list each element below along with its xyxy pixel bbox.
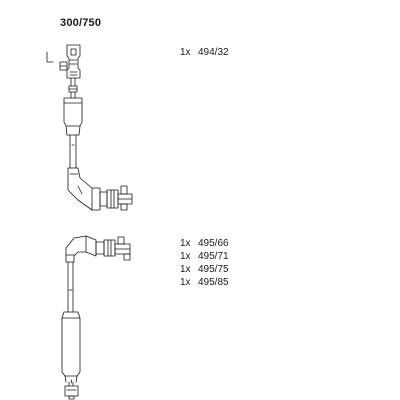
angled-boot xyxy=(68,168,100,210)
part-quantity: 1x xyxy=(180,251,191,262)
part-row-bottom-4: 1x 495/85 xyxy=(180,276,229,289)
part-quantity: 1x xyxy=(180,238,191,249)
part-quantity: 1x xyxy=(180,277,191,288)
top-terminal-connector xyxy=(60,45,80,78)
part-row-bottom-2: 1x 495/71 xyxy=(180,250,229,263)
part-number: 495/71 xyxy=(198,251,229,262)
terminal-bracket xyxy=(47,52,53,62)
set-number-title: 300/750 xyxy=(60,17,102,29)
top-ignition-lead xyxy=(47,45,132,210)
part-number: 495/85 xyxy=(198,277,229,288)
part-row-bottom-3: 1x 495/75 xyxy=(180,263,229,276)
plug-side-connector xyxy=(100,186,132,210)
part-quantity: 1x xyxy=(180,264,191,275)
part-number: 495/66 xyxy=(198,238,229,249)
upper-straight-boot xyxy=(64,98,82,135)
bottom-angled-boot xyxy=(66,236,96,262)
bottom-straight-boot xyxy=(62,312,80,382)
part-number: 495/75 xyxy=(198,264,229,275)
part-number: 494/32 xyxy=(198,47,229,58)
part-row-bottom-1: 1x 495/66 xyxy=(180,237,229,250)
bottom-ignition-lead xyxy=(62,236,130,399)
part-quantity: 1x xyxy=(180,47,191,58)
part-row-top-1: 1x 494/32 xyxy=(180,46,229,59)
bottom-main-cable xyxy=(68,262,73,312)
bottom-terminal xyxy=(65,380,78,399)
bottom-plug-connector xyxy=(96,237,130,260)
clip-ring xyxy=(69,86,77,92)
main-cable xyxy=(70,135,76,168)
